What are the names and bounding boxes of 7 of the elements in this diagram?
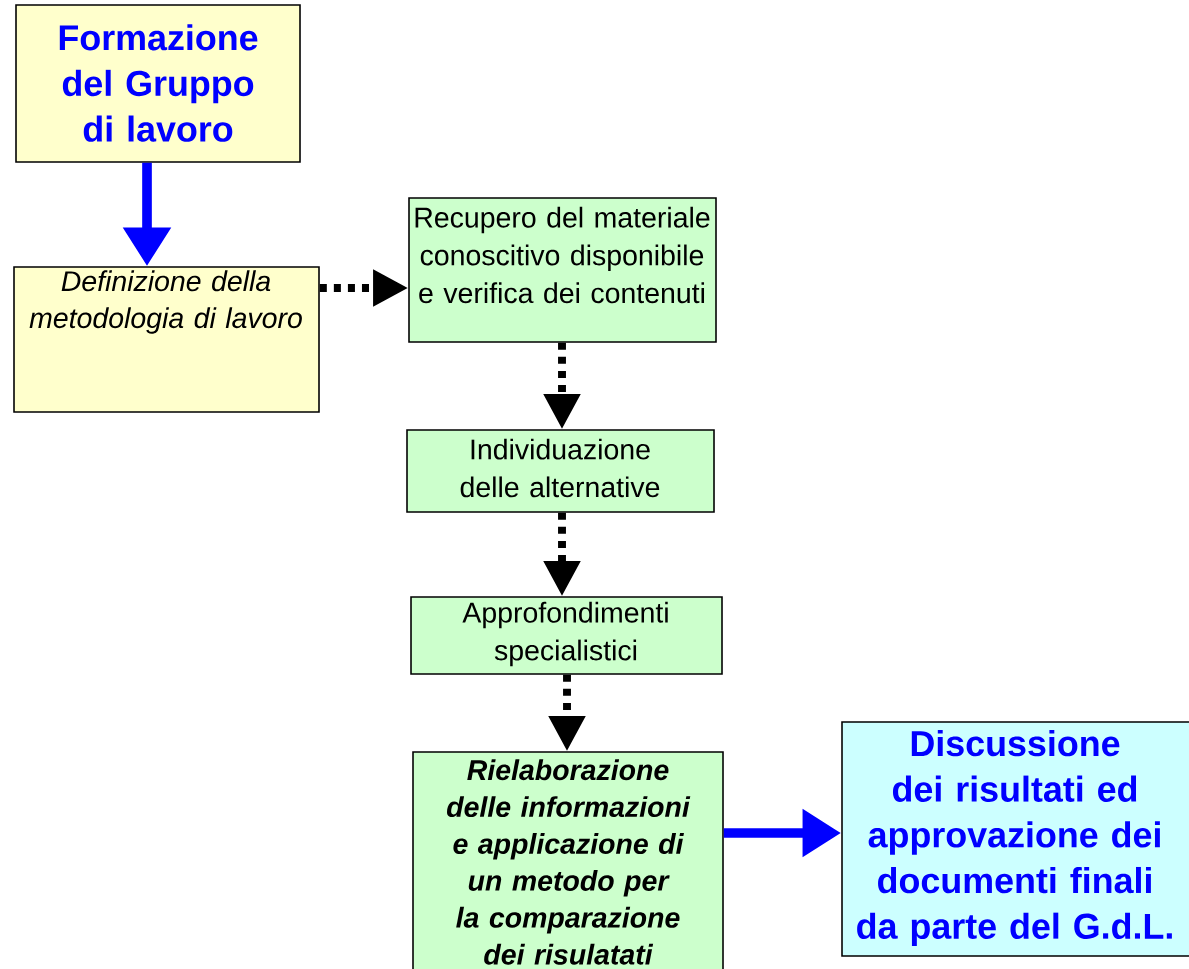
process-box: Definizione della metodologia di lavoro <box>13 266 320 413</box>
process-box: Individuazione delle alternative <box>406 429 715 513</box>
process-box: Formazione del Gruppo di lavoro <box>15 4 301 163</box>
process-box: Rielaborazione delle informazioni e applicazione di un metodo per la comparazione dei risulatati <box>412 751 724 969</box>
process-box: Approfondimenti specialistici <box>410 596 723 675</box>
process-box: Discussione dei risultati ed approvazione dei documenti finali da parte del G.d.L. <box>841 721 1189 957</box>
process-box: Recupero del materiale conoscitivo disponibile e verifica dei contenuti <box>408 197 717 343</box>
